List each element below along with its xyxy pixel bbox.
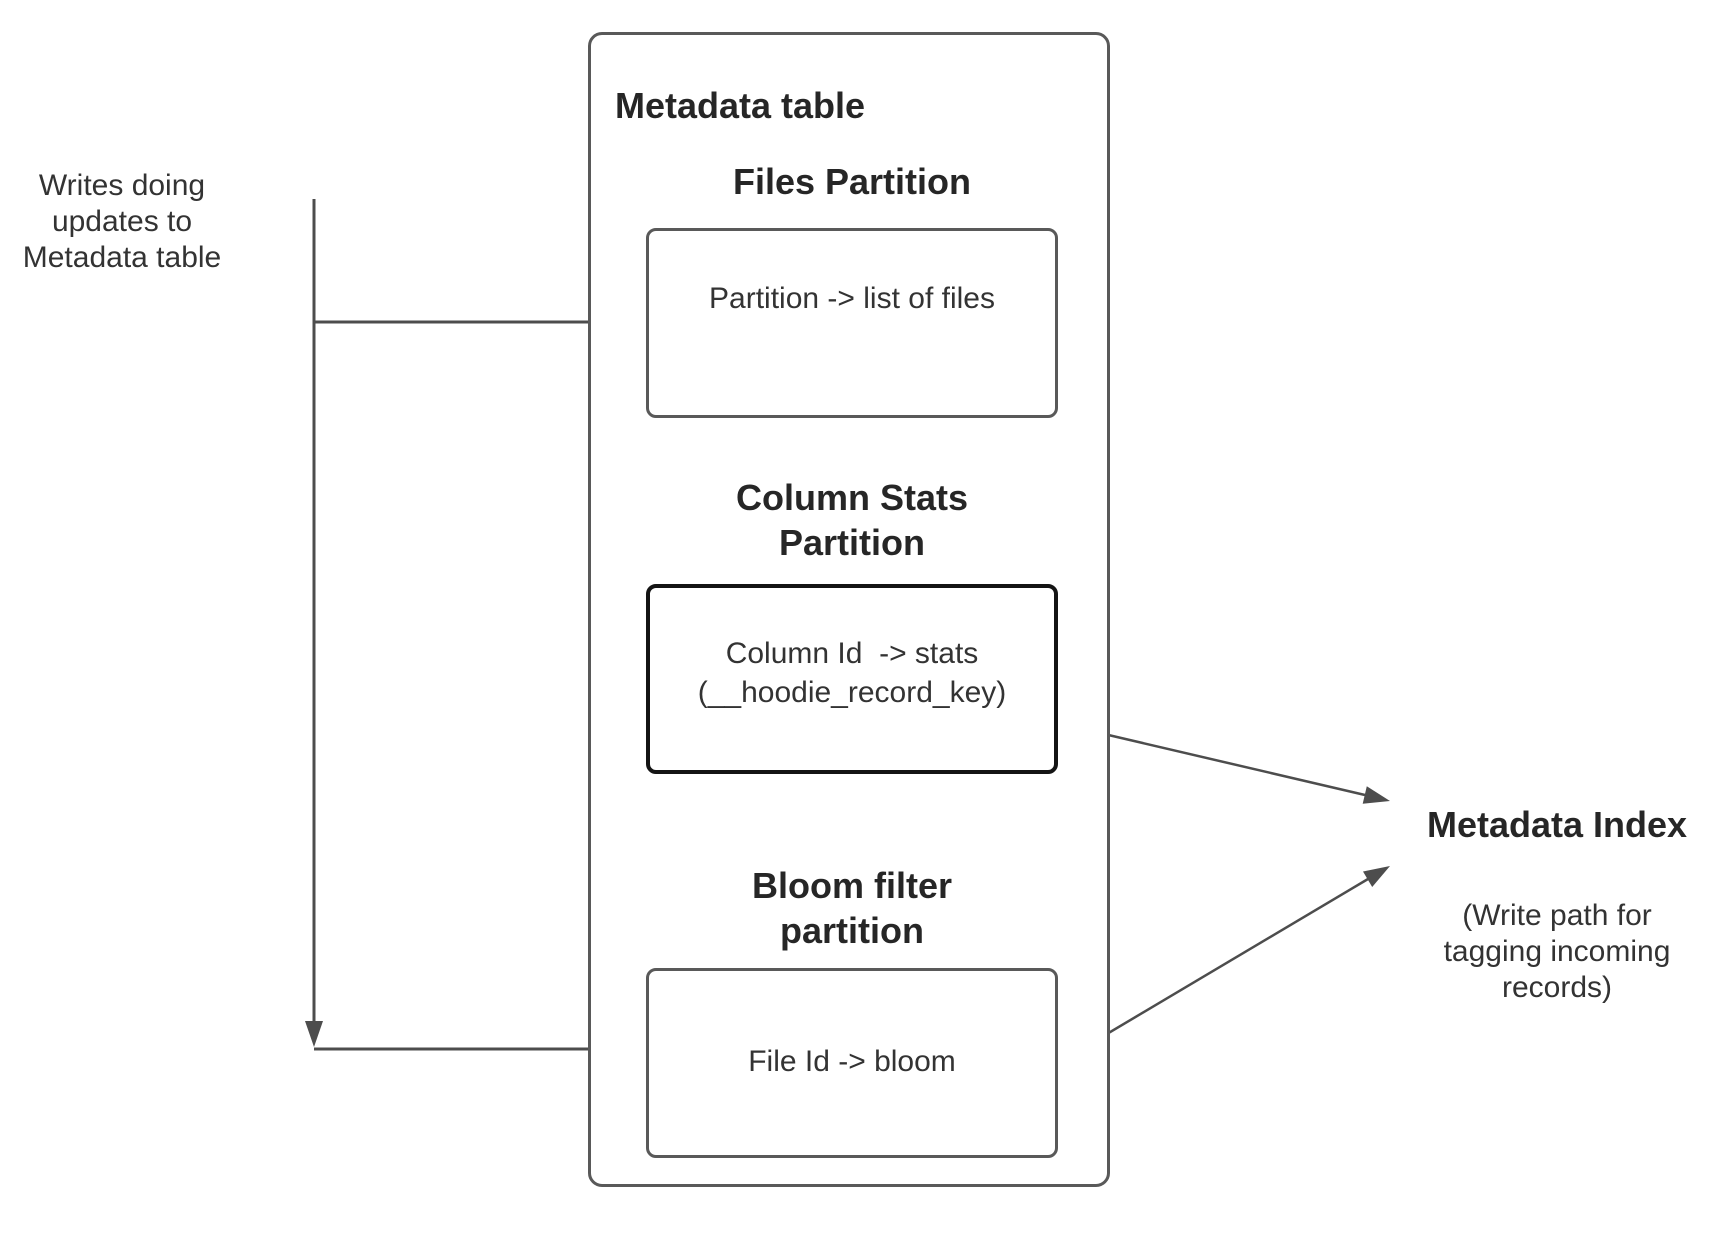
stats-to-index-arrowhead-icon [1362, 786, 1390, 804]
files-partition-mapping: Partition -> list of files [709, 281, 995, 315]
writes-updates-note: Writes doing updates to Metadata table [22, 169, 222, 274]
files-partition-box: Partition -> list of files [646, 228, 1058, 418]
metadata-index-caption: (Write path for tagging incoming records… [1443, 899, 1671, 1004]
bloom-filter-mapping: File Id -> bloom [748, 1044, 956, 1078]
column-stats-partition-box: Column Id -> stats (__hoodie_record_key) [646, 584, 1058, 774]
files-partition-heading: Files Partition [732, 161, 972, 202]
metadata-table-title: Metadata table [615, 85, 866, 126]
bloom-filter-partition-heading: Bloom filter partition [751, 865, 952, 951]
bloom-to-index-arrowhead-icon [1363, 866, 1390, 887]
metadata-index-title: Metadata Index [1426, 804, 1688, 845]
metadata-table-container: Metadata table Files Partition Partition… [588, 32, 1110, 1187]
column-stats-mapping: Column Id -> stats (__hoodie_record_key) [697, 637, 1007, 709]
writes-down-arrowhead-icon [305, 1021, 323, 1047]
bloom-filter-partition-box: File Id -> bloom [646, 968, 1058, 1158]
column-stats-partition-heading: Column Stats Partition [735, 477, 968, 563]
